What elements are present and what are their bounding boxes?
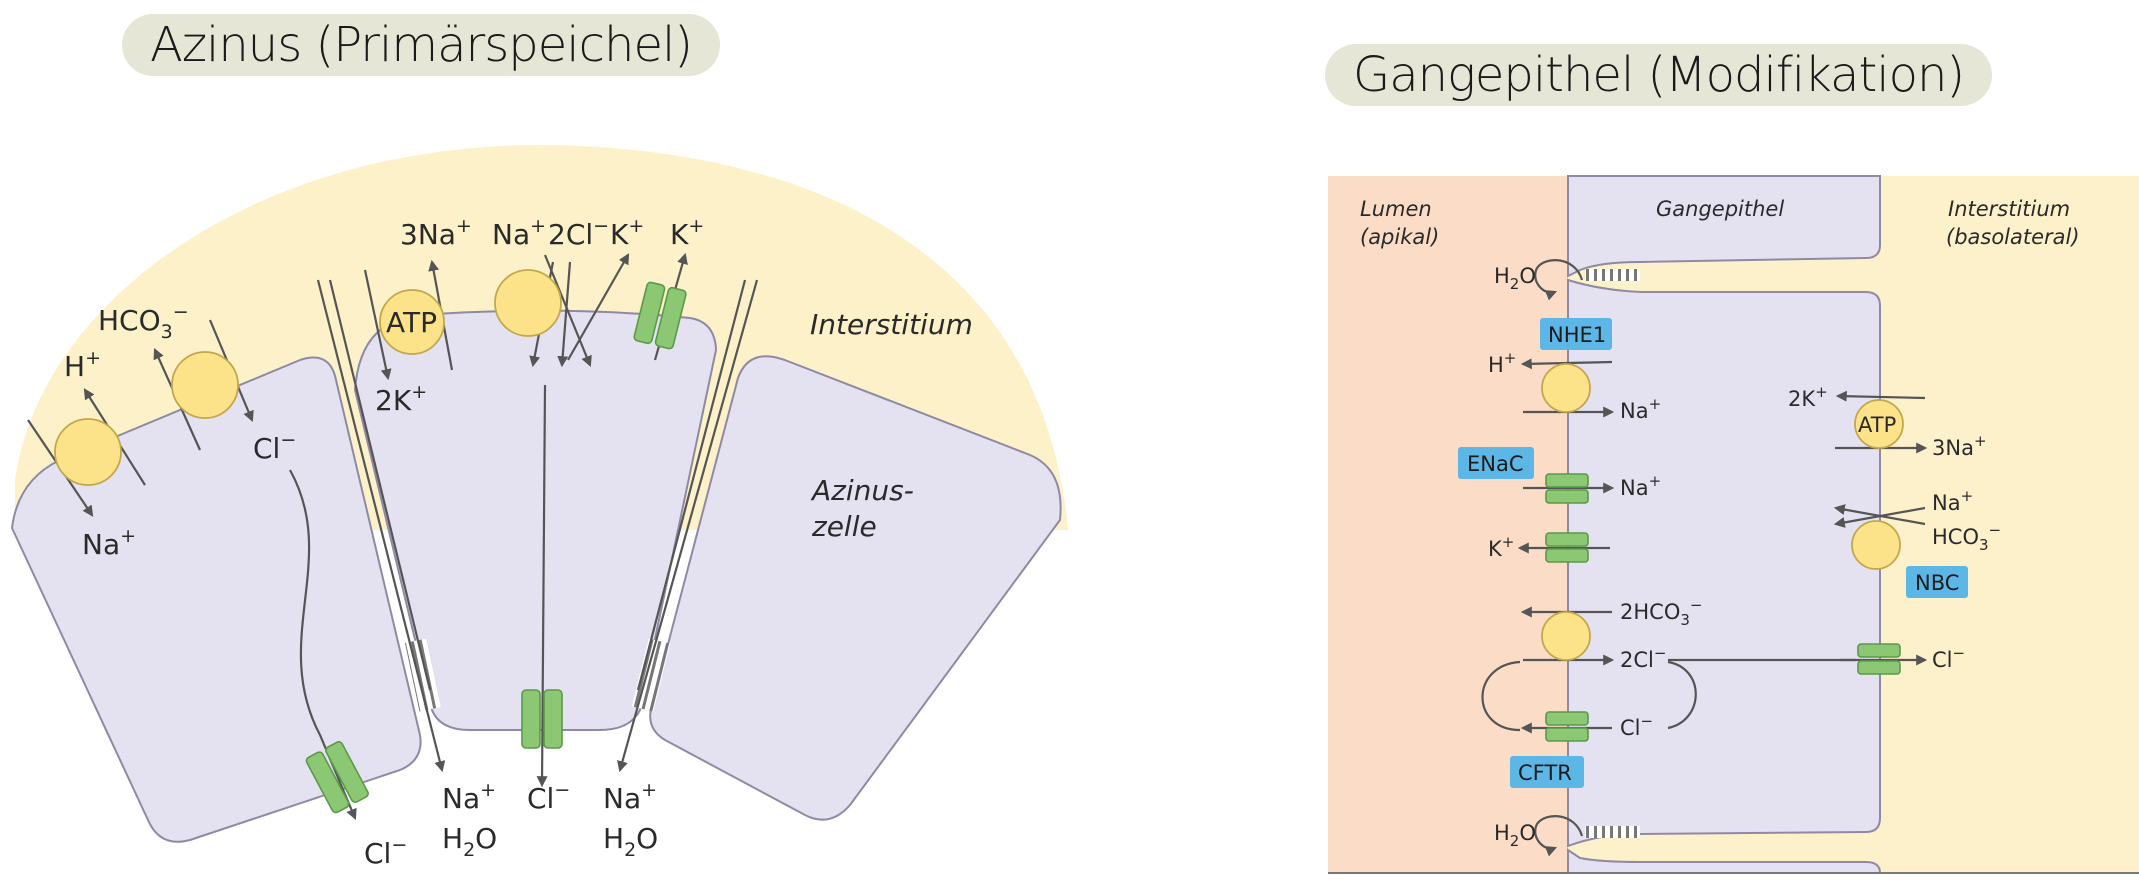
label-k-top: K+ — [610, 215, 644, 251]
label-k-channel: K+ — [670, 215, 704, 251]
col-lumen-2: (apikal) — [1360, 225, 1439, 249]
badge-nbc — [1906, 566, 1968, 598]
label-2cl: 2Cl− — [548, 215, 609, 251]
label-atp-duct: ATP — [1858, 413, 1896, 437]
duct-cell-bottom — [1567, 848, 1882, 874]
label-nbc: NBC — [1915, 571, 1959, 595]
label-cl-bottom-center: Cl− — [527, 779, 570, 815]
duct-cell-top — [1567, 175, 1881, 278]
label-cell-2: zelle — [811, 510, 877, 543]
label-h2o-2: H2O — [603, 822, 658, 861]
pump-nbc — [1851, 520, 1901, 570]
col-interstitium-1: Interstitium — [1948, 197, 2070, 221]
label-hco3: HCO3− — [98, 301, 189, 343]
label-na-nbc: Na+ — [1932, 487, 1973, 515]
title-acinus: Azinus (Primärspeichel) — [122, 14, 721, 76]
label-cl-left: Cl− — [253, 429, 296, 465]
label-na-nhe: Na+ — [1620, 395, 1661, 423]
tight-junction-top — [1585, 269, 1640, 281]
duct-cell-main — [1567, 278, 1881, 848]
label-2k: 2K+ — [375, 381, 427, 417]
label-na-enac: Na+ — [1620, 472, 1661, 500]
label-na-bottom-2: Na+ — [603, 779, 657, 815]
label-2k-duct: 2K+ — [1788, 383, 1828, 411]
badge-enac — [1458, 447, 1534, 479]
pump-nhe1 — [1541, 363, 1591, 413]
label-na-left: Na+ — [82, 525, 136, 561]
label-3na: 3Na+ — [400, 215, 472, 251]
cl-channel-basolateral — [1857, 643, 1901, 675]
label-h-duct: H+ — [1488, 349, 1516, 377]
pump-ae — [171, 351, 239, 419]
pump-nhe — [54, 418, 122, 486]
label-cftr: CFTR — [1518, 761, 1572, 785]
label-interstitium: Interstitium — [810, 308, 973, 341]
badge-cftr — [1510, 756, 1584, 788]
label-h-plus: H+ — [64, 347, 101, 383]
title-duct: Gangepithel (Modifikation) — [1325, 44, 1993, 106]
cftr-channel — [1545, 711, 1589, 742]
pump-hco3-cl — [1541, 611, 1591, 661]
enac-channel — [1545, 473, 1589, 504]
label-h2o-top: H2O — [1494, 264, 1536, 293]
pump-atpase-acinus — [379, 289, 445, 355]
tight-junction-bottom — [1585, 826, 1640, 838]
label-3na-duct: 3Na+ — [1932, 432, 1987, 460]
label-h2o-1: H2O — [442, 822, 497, 861]
label-na-bottom-1: Na+ — [442, 779, 496, 815]
cl-channel-left — [305, 741, 369, 814]
acinus-diagram: Interstitium Azinus- zelle HCO3− H+ Na+ … — [10, 144, 1068, 870]
label-2cl-duct: 2Cl− — [1620, 644, 1666, 672]
label-na-top: Na+ — [492, 215, 546, 251]
label-hco3-nbc: HCO3− — [1932, 521, 2001, 554]
label-cl-baso: Cl− — [1932, 644, 1965, 672]
label-cl-cftr: Cl− — [1620, 712, 1653, 740]
col-lumen-1: Lumen — [1360, 197, 1432, 221]
acinar-cell-right — [649, 355, 1062, 821]
col-interstitium-2: (basolateral) — [1946, 225, 2080, 249]
badge-nhe1 — [1540, 318, 1612, 350]
label-h2o-bottom: H2O — [1494, 821, 1536, 850]
label-cell-1: Azinus- — [810, 474, 914, 507]
pump-atpase-duct — [1854, 399, 1904, 449]
cl-channel-center — [521, 689, 563, 749]
label-2hco3: 2HCO3− — [1620, 596, 1702, 629]
label-enac: ENaC — [1467, 452, 1524, 476]
label-atp: ATP — [386, 306, 437, 339]
k-channel — [633, 281, 687, 350]
duct-diagram: Lumen (apikal) Gangepithel Interstitium … — [1328, 175, 2139, 874]
label-nhe1: NHE1 — [1548, 323, 1606, 347]
label-cl-bottom-left: Cl− — [364, 834, 407, 870]
k-channel-apical — [1545, 532, 1589, 563]
pump-nkcc — [494, 269, 562, 337]
col-epithel: Gangepithel — [1656, 197, 1784, 221]
label-k-apical: K+ — [1488, 533, 1514, 561]
acinar-cell-left — [10, 356, 422, 843]
